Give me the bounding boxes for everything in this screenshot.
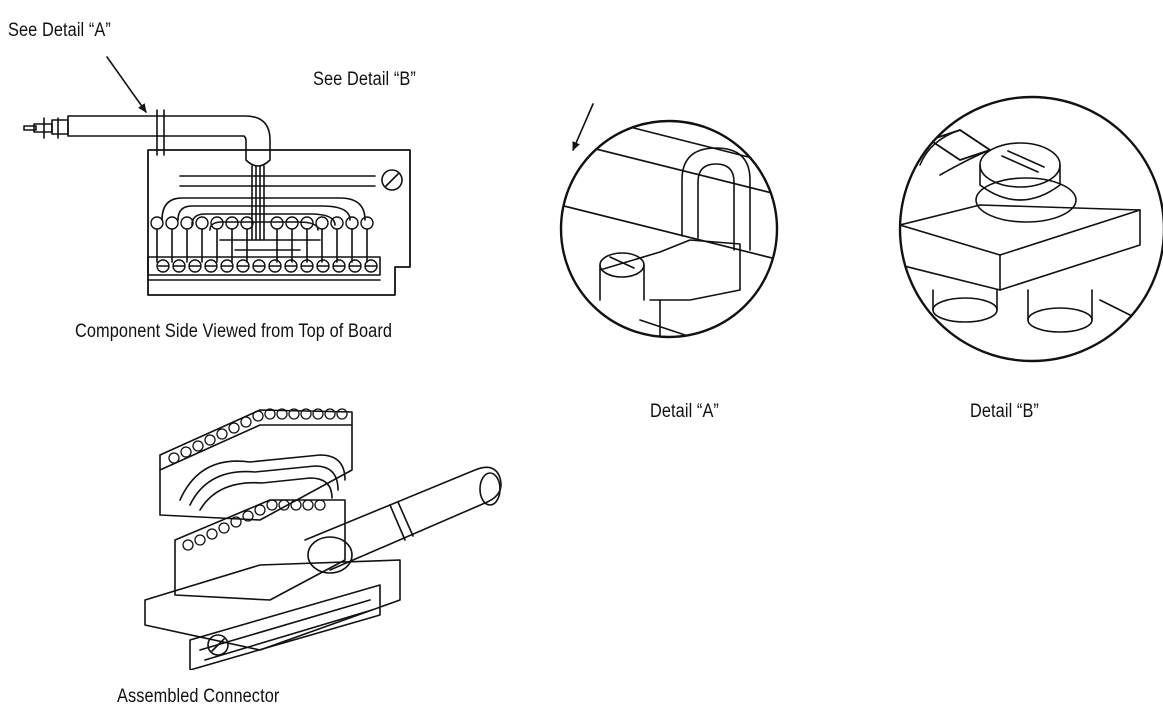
- see-detail-b-callout: See Detail “B”: [313, 69, 416, 90]
- arrow-to-detail-a: [106, 56, 147, 113]
- assembled-connector-caption: Assembled Connector: [117, 686, 280, 707]
- assembled-connector-view: [144, 408, 502, 670]
- detail-b-caption: Detail “B”: [970, 401, 1039, 422]
- detail-b-view: [898, 95, 1163, 363]
- detail-a-caption: Detail “A”: [650, 401, 719, 422]
- see-detail-a-callout: See Detail “A”: [8, 20, 111, 41]
- detail-a-view: [559, 103, 779, 339]
- arrow-detail-a: [572, 103, 594, 151]
- component-side-view: [23, 56, 411, 296]
- component-side-caption: Component Side Viewed from Top of Board: [75, 321, 393, 342]
